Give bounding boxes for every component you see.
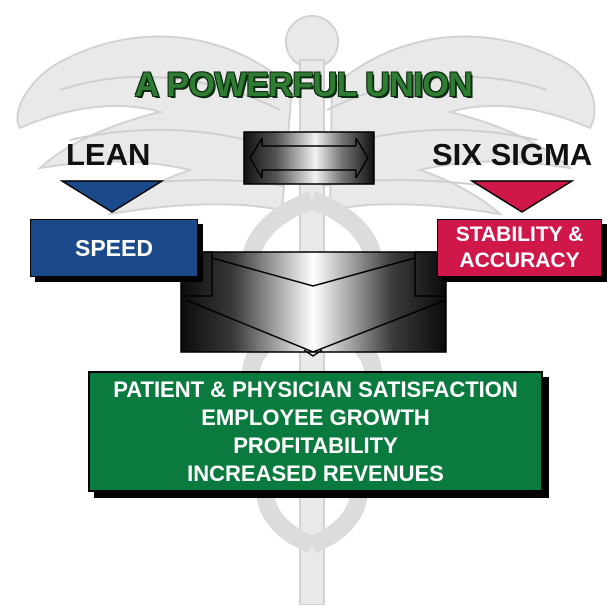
stability-accuracy-label: STABILITY & ACCURACY xyxy=(455,223,584,272)
stability-accuracy-box: STABILITY & ACCURACY xyxy=(437,219,602,277)
speed-box: SPEED xyxy=(30,219,198,277)
lean-heading: LEAN xyxy=(66,137,151,172)
merge-arrow-icon xyxy=(180,251,447,357)
double-arrow-icon xyxy=(243,131,375,185)
result-line-profitability: PROFITABILITY xyxy=(233,432,398,458)
six-sigma-arrow-icon xyxy=(469,180,575,213)
six-sigma-heading: SIX SIGMA xyxy=(432,137,593,172)
result-line-revenues: INCREASED REVENUES xyxy=(187,460,444,486)
results-box: PATIENT & PHYSICIAN SATISFACTION EMPLOYE… xyxy=(88,371,543,492)
lean-arrow-icon xyxy=(59,180,165,213)
page-title: A POWERFUL UNION xyxy=(134,66,473,104)
result-line-growth: EMPLOYEE GROWTH xyxy=(201,404,430,430)
speed-label: SPEED xyxy=(75,234,153,261)
result-line-satisfaction: PATIENT & PHYSICIAN SATISFACTION xyxy=(113,376,518,402)
